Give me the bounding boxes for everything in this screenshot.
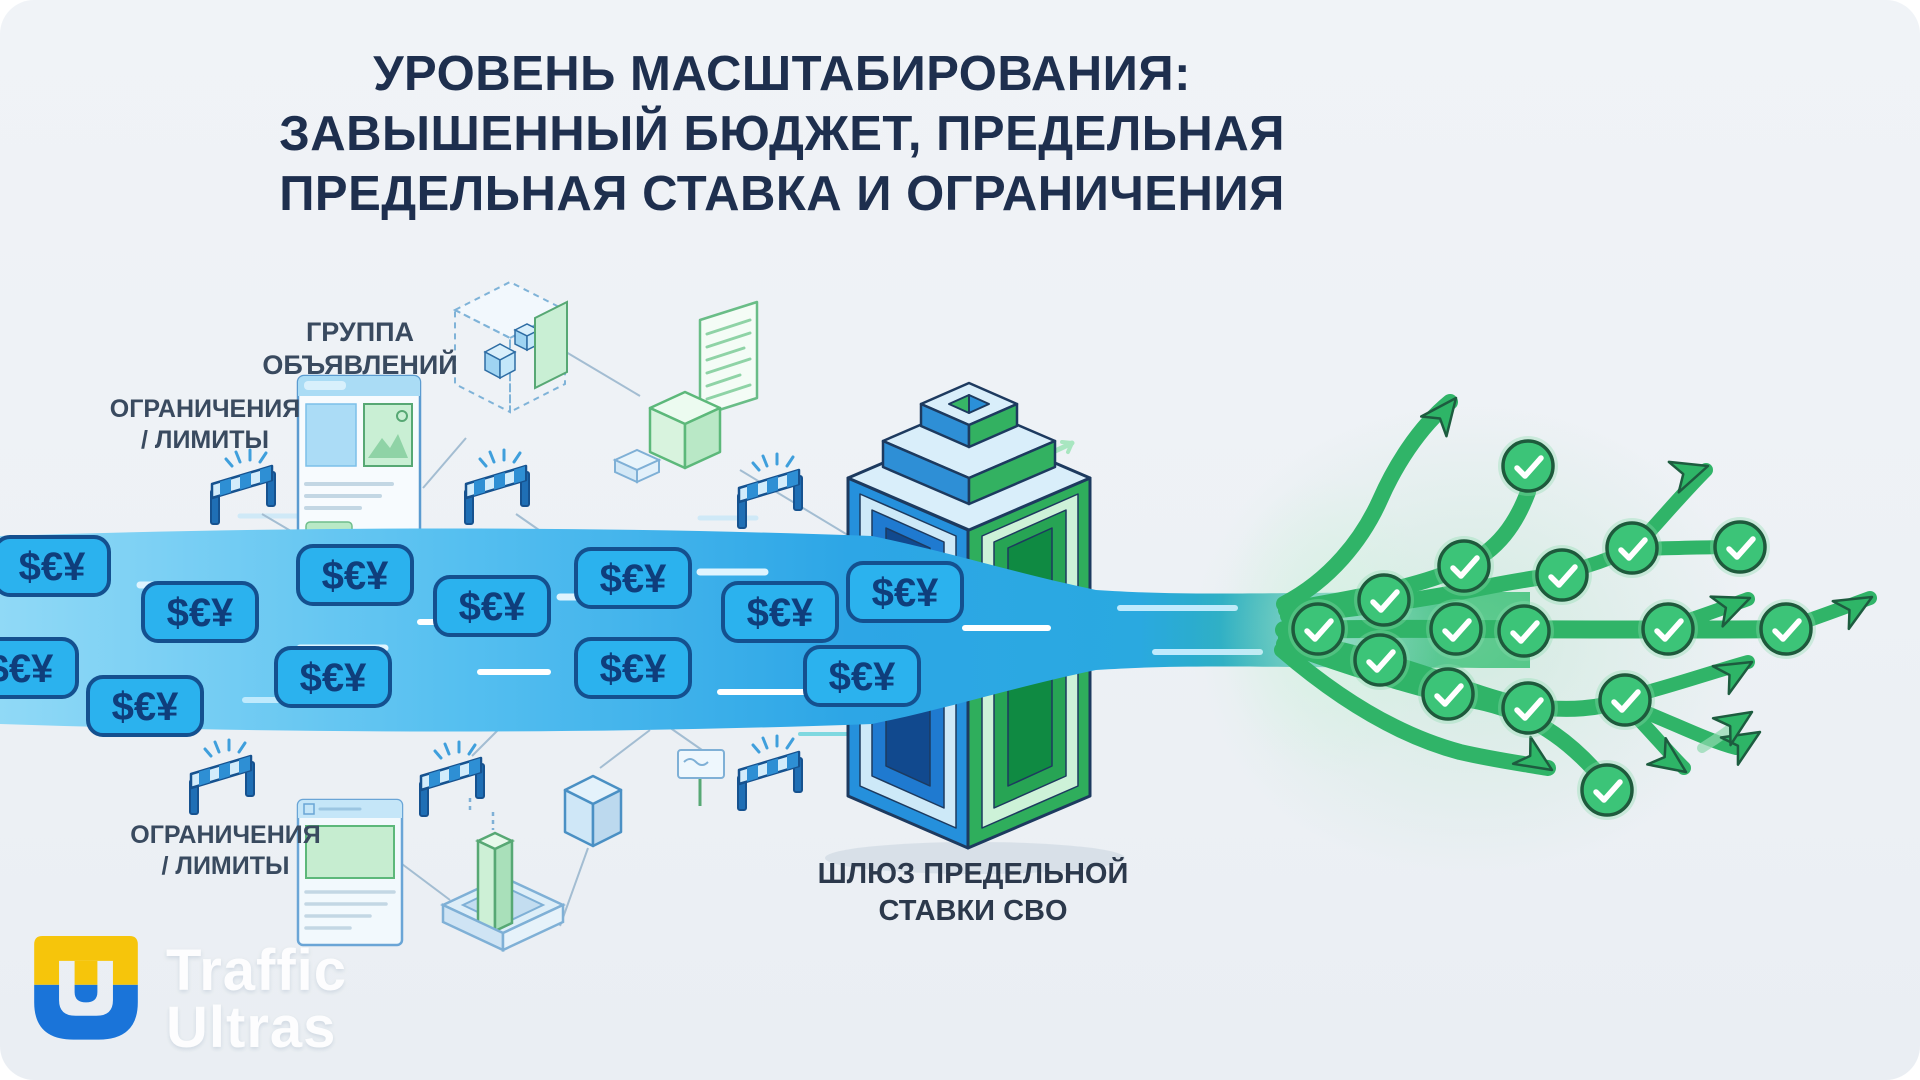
currency-badge: [86, 675, 204, 737]
currency-badge: [0, 637, 79, 699]
checkmark-icon: [1426, 599, 1486, 659]
iso-tray-small: [612, 448, 662, 484]
iso-cube-blue: [563, 774, 623, 848]
gateway-shadow: [825, 842, 1125, 874]
title-line: ЗАВЫШЕННЫЙ БЮДЖЕТ, ПРЕДЕЛЬНАЯ: [279, 107, 1285, 161]
checkmark-icon: [1354, 570, 1414, 630]
checkmark-icon: [1710, 517, 1770, 577]
page-title: УРОВЕНЬ МАСШТАБИРОВАНИЯ: ЗАВЫШЕННЫЙ БЮДЖ…: [262, 44, 1302, 224]
currency-badge: [296, 544, 414, 606]
checkmark-icon: [1595, 670, 1655, 730]
label-line: СТАВКИ CBO: [878, 895, 1068, 927]
label-limits-bottom: ОГРАНИЧЕНИЯ / ЛИМИТЫ: [118, 820, 333, 882]
currency-badge: [574, 547, 692, 609]
label-gateway: ШЛЮЗ ПРЕДЕЛЬНОЙ СТАВКИ CBO: [798, 856, 1148, 930]
label-ad-group: ГРУППА ОБЪЯВЛЕНИЙ: [250, 316, 470, 382]
label-line: ГРУППА: [305, 317, 415, 347]
label-line: ОГРАНИЧЕНИЯ: [130, 821, 321, 849]
checkmark-icon: [1498, 678, 1558, 738]
iso-cube-dashed-contents: [483, 300, 568, 390]
logo-icon: [34, 936, 138, 1040]
arrow-icon: [1831, 581, 1882, 631]
checkmark-icon: [1756, 599, 1816, 659]
brand-name: Traffic Ultras: [166, 938, 348, 1060]
brand-line: Ultras: [166, 995, 337, 1060]
title-line: УРОВЕНЬ МАСШТАБИРОВАНИЯ:: [373, 47, 1191, 101]
ad-window-bottom: [296, 798, 404, 947]
barrier-icon: [209, 448, 277, 526]
currency-badge: [803, 645, 921, 707]
checkmark-icon: [1434, 536, 1494, 596]
checkmark-icon: [1577, 760, 1637, 820]
checkmark-icon: [1350, 630, 1410, 690]
currency-badge: [846, 561, 964, 623]
iso-column-tray: [440, 798, 566, 952]
iso-cube-green: [648, 390, 722, 470]
currency-badge: [721, 581, 839, 643]
checkmark-icon: [1498, 436, 1558, 496]
currency-badge: [274, 646, 392, 708]
barrier-icon: [736, 734, 804, 812]
label-line: / ЛИМИТЫ: [161, 852, 290, 880]
checkmark-icon: [1418, 664, 1478, 724]
brand-line: Traffic: [166, 938, 348, 1003]
checkmark-icon: [1532, 545, 1592, 605]
currency-badge: [141, 581, 259, 643]
label-line: / ЛИМИТЫ: [141, 426, 269, 454]
brand-logo: Traffic Ultras: [34, 936, 348, 1060]
barrier-icon: [463, 448, 531, 526]
label-line: ШЛЮЗ ПРЕДЕЛЬНОЙ: [817, 858, 1129, 890]
currency-badge: [574, 637, 692, 699]
currency-badge: [433, 575, 551, 637]
title-line: ПРЕДЕЛЬНАЯ СТАВКА И ОГРАНИЧЕНИЯ: [279, 167, 1285, 221]
checkmark-icon: [1288, 599, 1348, 659]
currency-badge: [0, 535, 111, 597]
label-line: ОБЪЯВЛЕНИЙ: [262, 350, 458, 380]
label-line: ОГРАНИЧЕНИЯ: [109, 395, 301, 423]
checkmark-icon: [1638, 599, 1698, 659]
barrier-icon: [188, 738, 256, 816]
checkmark-icon: [1494, 601, 1554, 661]
label-limits-top: ОГРАНИЧЕНИЯ / ЛИМИТЫ: [100, 394, 310, 456]
checkmark-icon: [1602, 518, 1662, 578]
document-icon: [698, 300, 759, 418]
